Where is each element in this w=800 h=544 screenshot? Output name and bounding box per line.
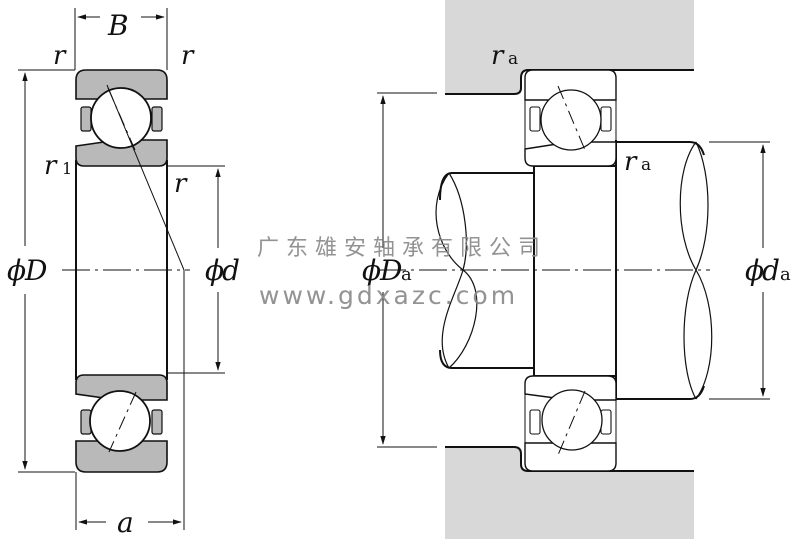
svg-text:a: a	[641, 155, 651, 175]
svg-text:r: r	[491, 41, 505, 71]
bearing-section-top	[75, 69, 168, 167]
shaft-break-right-b	[683, 141, 709, 400]
mounted-ball-bottom	[541, 389, 603, 451]
ball-axis-bottom	[108, 391, 137, 453]
label-phi-D: D	[24, 254, 47, 287]
svg-text:a: a	[508, 49, 518, 69]
mounted-inner-ring-top	[524, 141, 617, 167]
label-ra-shaft: r a	[624, 147, 651, 177]
outer-ring-bottom	[75, 440, 168, 473]
label-r-inner: r	[174, 169, 188, 199]
dimension-shaft-shoulder-da: ϕ d a	[709, 141, 791, 400]
label-r1: r 1	[44, 151, 72, 181]
mounted-cage-left-bottom	[529, 409, 541, 435]
housing-top-edge	[445, 69, 694, 95]
watermark-company: 广 东 雄 安 轴 承 有 限 公 司	[257, 236, 540, 261]
ball-bottom	[89, 390, 151, 452]
label-r-outer-right: r	[181, 41, 195, 71]
watermark-url: www.gdxazc.com	[259, 281, 518, 310]
label-phi-Da-sub: a	[401, 264, 412, 285]
shaft-left-bottom-edge	[439, 349, 534, 369]
watermark: 广 东 雄 安 轴 承 有 限 公 司 www.gdxazc.com	[257, 236, 540, 310]
cage-right-top	[151, 106, 163, 132]
inner-ring-top	[75, 139, 168, 167]
ball-axis-top	[107, 87, 136, 151]
label-phi-da-phi: ϕ	[745, 254, 764, 287]
svg-text:1: 1	[62, 159, 72, 178]
svg-text:r: r	[624, 147, 638, 177]
mounted-bearing-top	[524, 69, 617, 167]
cage-right-bottom	[151, 409, 163, 435]
mounted-cage-left-top	[529, 106, 541, 132]
label-phi-da-sub: a	[780, 264, 791, 285]
shaft-left-top-edge	[439, 172, 534, 201]
mounted-bearing-bottom	[524, 375, 617, 472]
label-phi-d: d	[222, 254, 240, 287]
svg-text:r: r	[44, 151, 58, 181]
mounted-outer-ring-bottom	[524, 442, 617, 472]
housing-bottom-edge	[445, 446, 694, 472]
housing-bottom	[445, 447, 694, 539]
mounted-ball-top	[540, 89, 602, 151]
label-phi-d-phi: ϕ	[205, 254, 224, 287]
label-a: a	[117, 506, 134, 539]
label-phi-Da-phi: ϕ	[362, 254, 381, 287]
dimension-load-center-a: a	[75, 270, 185, 539]
dimension-housing-shoulder-Da: ϕ D a	[362, 92, 437, 448]
label-ra-housing: r a	[491, 41, 518, 71]
label-phi-da: d	[762, 254, 780, 287]
label-phi-D-phi: ϕ	[7, 254, 26, 287]
label-B: B	[107, 9, 129, 42]
left-bearing-view: B r r r r 1 ϕ D ϕ d	[7, 8, 240, 539]
cage-left-top	[80, 106, 92, 132]
label-r-outer-left: r	[53, 41, 67, 71]
mounted-cage-right-top	[600, 106, 612, 132]
outer-ring-top	[75, 69, 168, 100]
dimension-bore-d: ϕ d	[166, 165, 240, 374]
label-phi-Da: D	[379, 254, 402, 287]
housing-top	[445, 0, 694, 94]
right-mounting-view: r a r a ϕ D a ϕ d a	[362, 0, 791, 539]
dimension-outer-diameter-D: ϕ D	[7, 69, 75, 473]
dimension-width-B: B	[74, 8, 168, 70]
bearing-section-bottom	[75, 374, 168, 473]
